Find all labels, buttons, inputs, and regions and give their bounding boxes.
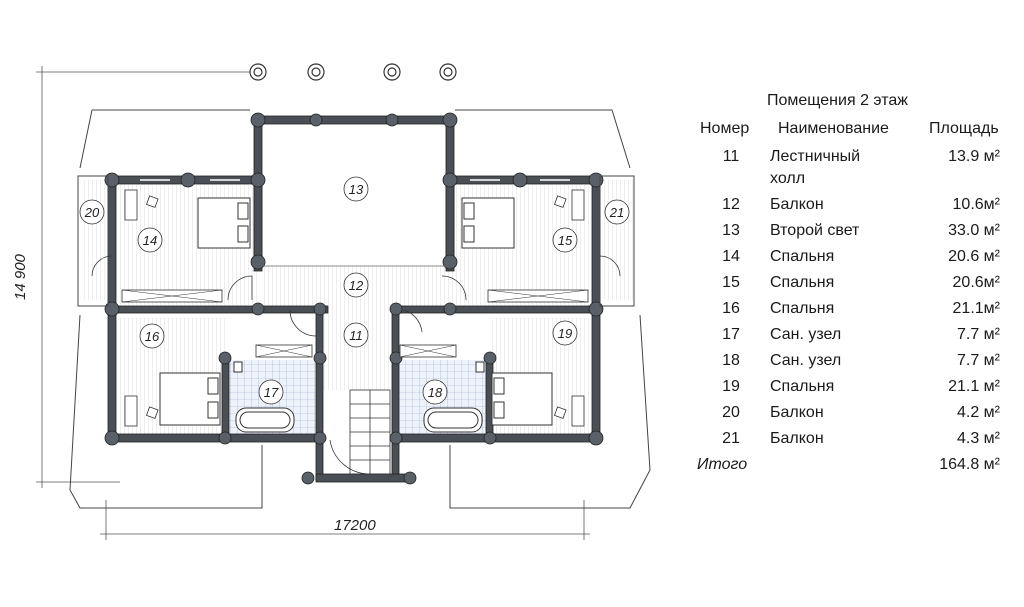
staircase (329, 389, 391, 475)
columns-top (249, 63, 457, 81)
doors (91, 255, 621, 337)
table-row: 18 Сан. узел 7.7 м² (722, 352, 1000, 369)
room-label-11: 11 (343, 322, 369, 348)
table-row: 13 Второй свет 33.0 м² (722, 222, 1000, 239)
svg-text:16: 16 (145, 329, 160, 344)
table-title: Помещения 2 этаж (767, 92, 908, 109)
room-label-12: 12 (343, 272, 369, 298)
table-row: 12 Балкон 10.6м² (722, 196, 1000, 213)
table-row: 20 Балкон 4.2 м² (722, 404, 1000, 421)
room-label-17: 17 (258, 379, 284, 405)
table-row: 11 Лестничный 13.9 м² (722, 148, 1000, 165)
svg-text:20: 20 (84, 205, 100, 220)
header-number: Номер (700, 120, 750, 137)
svg-text:15: 15 (558, 233, 573, 248)
svg-text:17: 17 (264, 385, 279, 400)
log-ends (104, 112, 604, 485)
room-label-19: 19 (552, 320, 578, 346)
table-total-row: Итого 164.8 м² (0, 456, 1024, 482)
width-dimension: 17200 (334, 517, 376, 534)
total-label: Итого (697, 456, 748, 473)
room-number: 13 (349, 182, 364, 197)
svg-text:12: 12 (349, 278, 364, 293)
table-row: 21 Балкон 4.3 м² (722, 430, 1000, 447)
header-area: Площадь (929, 120, 999, 137)
room-labels: 13 14 15 20 21 12 11 16 19 17 18 (79, 176, 630, 405)
room-label-14: 14 (137, 227, 163, 253)
bathtubs (233, 361, 485, 433)
room-label-21: 21 (604, 199, 630, 225)
table-row: 14 Спальня 20.6 м² (722, 248, 1000, 265)
table-row: 19 Спальня 21.1 м² (722, 378, 1000, 395)
floor-plan: 13 14 15 20 21 12 11 16 19 17 18 (36, 63, 651, 540)
svg-text:21: 21 (609, 205, 624, 220)
beds (159, 197, 553, 426)
room-label-18: 18 (422, 379, 448, 405)
room-label-13: 13 (343, 176, 369, 202)
total-area: 164.8 м² (939, 456, 1000, 473)
table-row: 15 Спальня 20.6м² (722, 274, 1000, 291)
roof-outline (69, 109, 651, 509)
table-row: 17 Сан. узел 7.7 м² (722, 326, 1000, 343)
svg-text:11: 11 (349, 328, 363, 343)
table-row: 16 Спальня 21.1м² (722, 300, 1000, 317)
room-label-15: 15 (552, 227, 578, 253)
dimension-lines (36, 66, 590, 540)
room-label-16: 16 (139, 323, 165, 349)
room-label-20: 20 (79, 199, 105, 225)
svg-text:18: 18 (428, 385, 443, 400)
svg-text:19: 19 (558, 326, 572, 341)
table-row-continuation: холл (770, 170, 806, 187)
svg-text:14: 14 (143, 233, 157, 248)
header-name: Наименование (778, 120, 889, 137)
